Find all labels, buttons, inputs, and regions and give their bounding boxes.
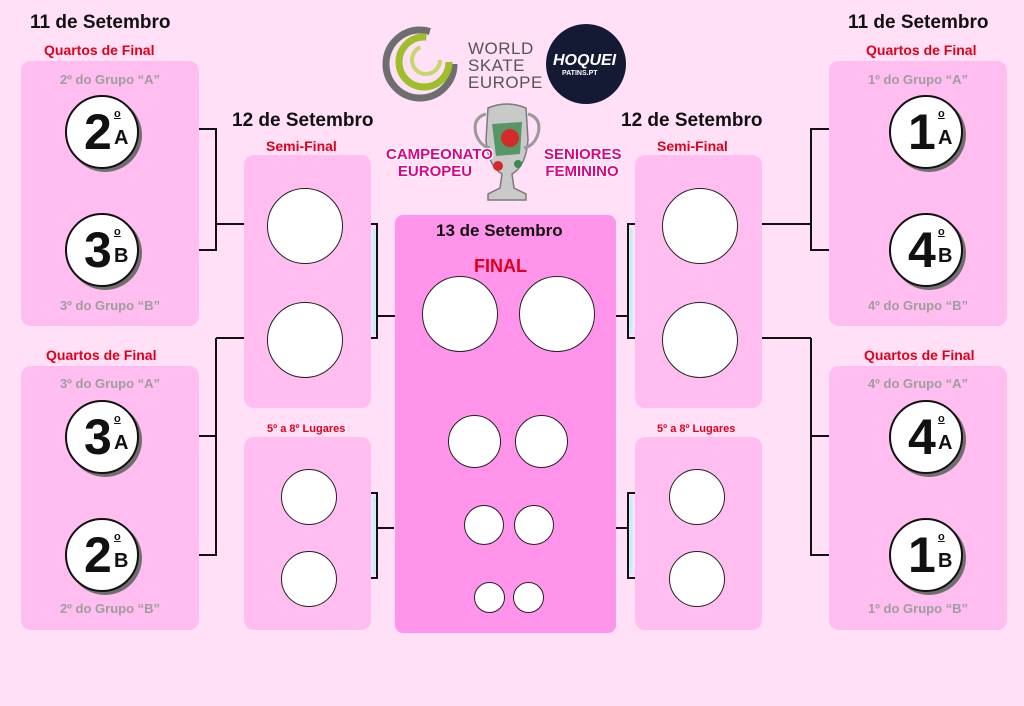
seed-group: A [938, 127, 953, 149]
campeonato-line1: CAMPEONATO [386, 146, 493, 163]
seed-number: 1 [908, 104, 936, 160]
seed-ordinal: o [114, 413, 121, 425]
left-qf1-top-seed: 2 o A [65, 95, 139, 169]
campeonato-line2: EUROPEU [397, 163, 473, 180]
right-qf-date: 11 de Setembro [848, 12, 989, 33]
seniores-line2: FEMININO [545, 163, 619, 180]
seed-group: A [114, 432, 129, 454]
wse-line3: EUROPE [468, 73, 543, 92]
left-qf2-bottom-label: 2º do Grupo “B” [59, 601, 161, 616]
right-qf2-bottom-seed: 1 o B [889, 518, 963, 592]
seed-group: B [114, 245, 129, 267]
right-placement-title: 5º a 8º Lugares [657, 423, 736, 435]
right-qf2-title: Quartos de Final [864, 347, 975, 363]
trophy-icon [473, 103, 541, 201]
hoquei-logo-sub: PATINS.PT [562, 70, 598, 77]
right-qf2-top-seed: 4 o A [889, 400, 963, 474]
seed-number: 4 [908, 409, 936, 465]
wse-line1: WORLD [468, 39, 534, 58]
seed-ordinal: o [938, 531, 945, 543]
left-sf-date: 12 de Setembro [232, 110, 374, 131]
left-sf-title: Semi-Final [266, 138, 337, 154]
seed-number: 2 [84, 104, 112, 160]
left-placement1-slot [281, 469, 337, 525]
left-qf1-bottom-seed: 3 o B [65, 213, 139, 287]
seed-number: 1 [908, 527, 936, 583]
seed-group: B [114, 550, 129, 572]
third-place-slot-right [515, 415, 568, 468]
right-qf1-top-seed: 1 o A [889, 95, 963, 169]
left-qf2-bottom-seed: 2 o B [65, 518, 139, 592]
seed-ordinal: o [114, 226, 121, 238]
right-sf-title: Semi-Final [657, 138, 728, 154]
seed-ordinal: o [114, 531, 121, 543]
left-qf-date: 11 de Setembro [30, 12, 171, 33]
right-sf2-slot [662, 302, 738, 378]
right-sf1-slot [662, 188, 738, 264]
wse-line2: SKATE [468, 56, 525, 75]
seventh-place-slot-right [513, 582, 544, 613]
right-qf2-bottom-label: 1º do Grupo “B” [867, 601, 969, 616]
right-qf2-top-label: 4º do Grupo “A” [867, 376, 969, 391]
left-qf1-title: Quartos de Final [44, 42, 155, 58]
seed-group: B [938, 550, 953, 572]
fifth-place-slot-right [514, 505, 554, 545]
final-slot-right [519, 276, 595, 352]
fifth-place-slot-left [464, 505, 504, 545]
left-sf2-slot [267, 302, 343, 378]
right-qf1-bottom-seed: 4 o B [889, 213, 963, 287]
left-qf1-top-label: 2º do Grupo “A” [59, 72, 161, 87]
final-panel [395, 215, 616, 633]
seed-ordinal: o [938, 413, 945, 425]
final-title: FINAL [474, 256, 527, 276]
right-qf1-top-label: 1º do Grupo “A” [867, 72, 969, 87]
left-sf1-slot [267, 188, 343, 264]
seed-ordinal: o [938, 108, 945, 120]
right-qf1-title: Quartos de Final [866, 42, 977, 58]
right-qf1-bottom-label: 4º do Grupo “B” [867, 298, 969, 313]
left-placement-title: 5º a 8º Lugares [267, 423, 346, 435]
left-qf2-title: Quartos de Final [46, 347, 157, 363]
seed-ordinal: o [938, 226, 945, 238]
right-placement2-slot [669, 551, 725, 607]
left-qf1-bottom-label: 3º do Grupo “B” [59, 298, 161, 313]
left-qf2-top-label: 3º do Grupo “A” [59, 376, 161, 391]
hoquei-logo-main: HOQUEI [553, 52, 617, 69]
seniores-line1: SENIORES [544, 146, 622, 163]
seed-group: A [938, 432, 953, 454]
seed-number: 4 [908, 222, 936, 278]
left-placement2-slot [281, 551, 337, 607]
final-slot-left [422, 276, 498, 352]
third-place-slot-left [448, 415, 501, 468]
world-skate-europe-logo-icon [382, 26, 458, 102]
seed-group: A [114, 127, 129, 149]
seed-number: 3 [84, 222, 112, 278]
seventh-place-slot-left [474, 582, 505, 613]
right-placement1-slot [669, 469, 725, 525]
left-qf2-top-seed: 3 o A [65, 400, 139, 474]
seed-number: 3 [84, 409, 112, 465]
seed-group: B [938, 245, 953, 267]
seed-ordinal: o [114, 108, 121, 120]
hoquei-patins-logo: HOQUEI PATINS.PT [546, 24, 626, 104]
right-sf-date: 12 de Setembro [621, 110, 763, 131]
seed-number: 2 [84, 527, 112, 583]
final-date: 13 de Setembro [436, 221, 563, 240]
